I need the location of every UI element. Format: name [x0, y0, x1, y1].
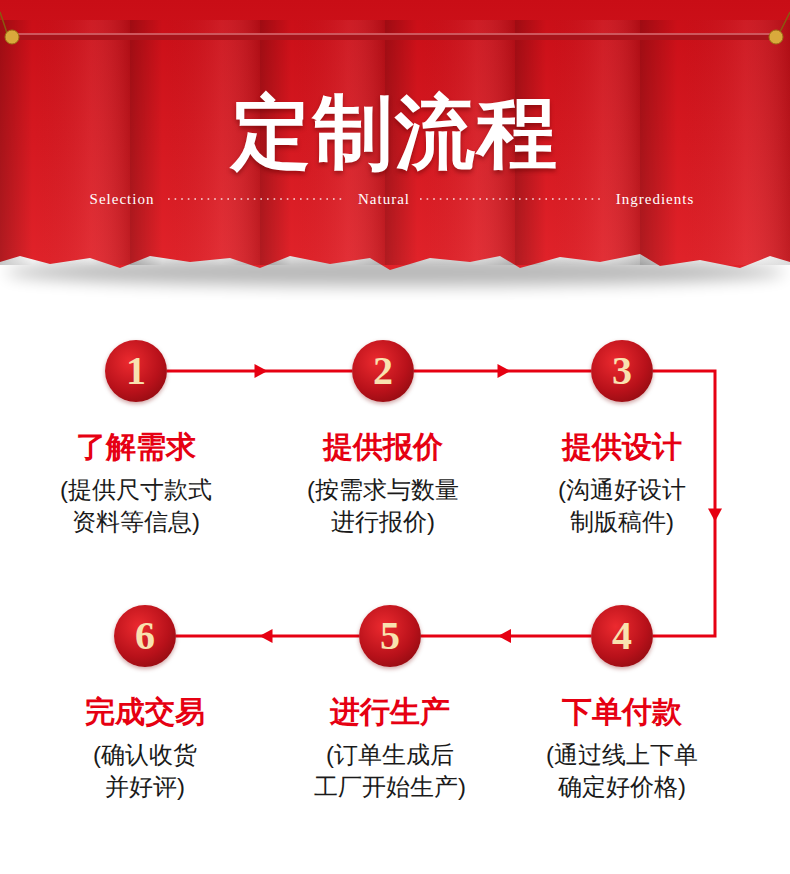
step-number: 1 [126, 349, 146, 393]
arrow-head [708, 509, 722, 522]
step-description: (提供尺寸款式 资料等信息) [41, 474, 231, 538]
step-node: 3 提供设计 (沟通好设计 制版稿件) [527, 340, 717, 538]
arrow-head [255, 364, 268, 378]
step-circle: 1 [105, 340, 167, 402]
step-number: 3 [612, 349, 632, 393]
step-node: 6 完成交易 (确认收货 并好评) [50, 605, 240, 803]
hanging-string [0, 12, 790, 36]
step-number: 4 [612, 614, 632, 658]
subtitle-word: Natural [358, 189, 410, 209]
arrow-head [260, 629, 273, 643]
step-node: 2 提供报价 (按需求与数量 进行报价) [288, 340, 478, 538]
step-number: 6 [135, 614, 155, 658]
step-heading: 了解需求 [41, 429, 231, 465]
curtain-rod [10, 33, 780, 40]
step-circle: 2 [352, 340, 414, 402]
step-description: (通过线上下单 确定好价格) [527, 739, 717, 803]
step-heading: 提供报价 [288, 429, 478, 465]
subtitle-word: Selection [90, 189, 155, 209]
curtain-cloth [0, 0, 790, 270]
step-node: 1 了解需求 (提供尺寸款式 资料等信息) [41, 340, 231, 538]
step-circle: 6 [114, 605, 176, 667]
arrow-head [498, 629, 511, 643]
step-node: 5 进行生产 (订单生成后 工厂开始生产) [295, 605, 485, 803]
step-heading: 完成交易 [50, 694, 240, 730]
rod-knob [5, 30, 19, 44]
step-circle: 4 [591, 605, 653, 667]
curtain-folds [0, 20, 790, 265]
step-heading: 提供设计 [527, 429, 717, 465]
page-title: 定制流程 [0, 78, 790, 188]
flow-connector [176, 629, 359, 643]
step-number: 2 [373, 349, 393, 393]
rod-knob [769, 30, 783, 44]
step-description: (确认收货 并好评) [50, 739, 240, 803]
step-description: (按需求与数量 进行报价) [288, 474, 478, 538]
step-description: (沟通好设计 制版稿件) [527, 474, 717, 538]
step-heading: 进行生产 [295, 694, 485, 730]
flow-connector [167, 364, 352, 378]
flow-connector [421, 629, 591, 643]
subtitle-word: Ingredients [616, 189, 694, 209]
step-heading: 下单付款 [527, 694, 717, 730]
step-circle: 5 [359, 605, 421, 667]
arrow-head [498, 364, 511, 378]
step-circle: 3 [591, 340, 653, 402]
step-description: (订单生成后 工厂开始生产) [295, 739, 485, 803]
connector-line [653, 371, 715, 636]
rod-highlight [10, 33, 780, 35]
flow-connector [414, 364, 591, 378]
step-node: 4 下单付款 (通过线上下单 确定好价格) [527, 605, 717, 803]
step-number: 5 [380, 614, 400, 658]
flow-connector [653, 371, 722, 636]
